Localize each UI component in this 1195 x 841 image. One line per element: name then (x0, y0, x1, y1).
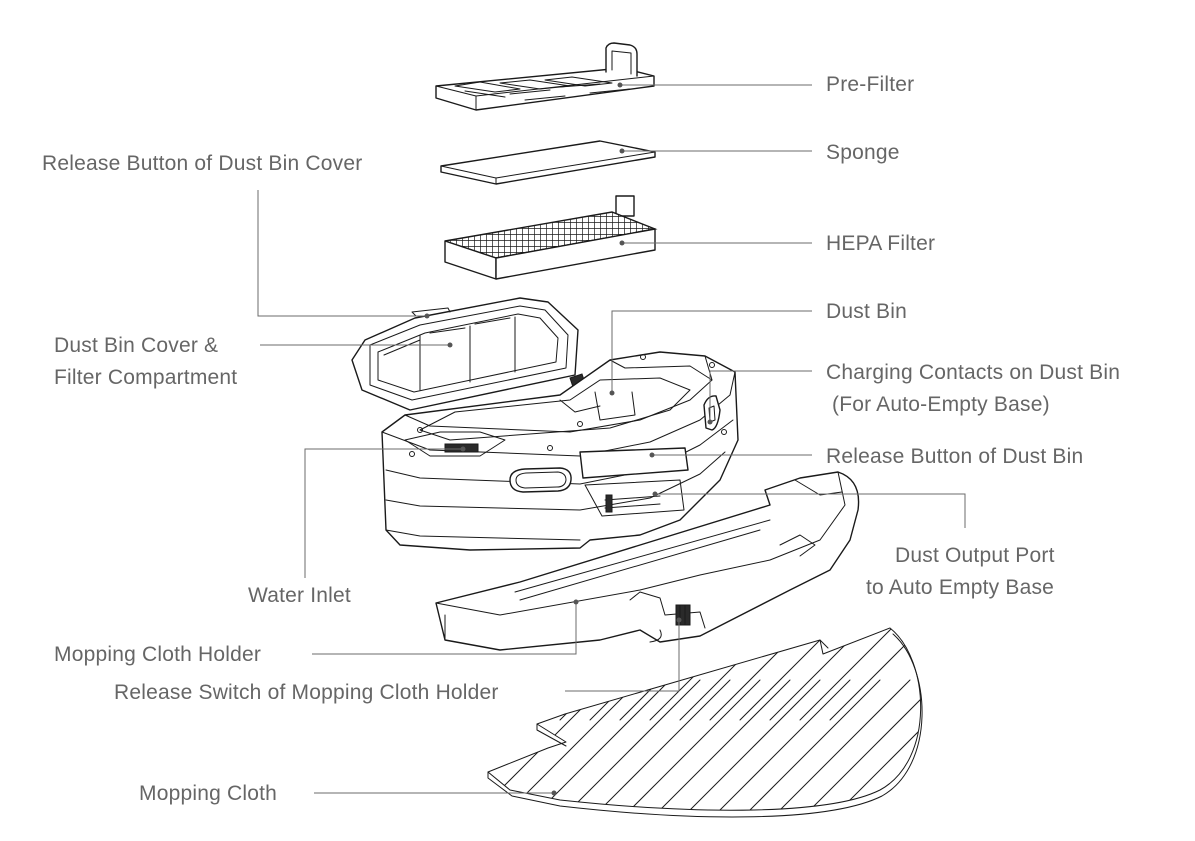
dust-bin-part (351, 297, 739, 551)
label-sponge: Sponge (826, 141, 900, 164)
label-dust-bin-cover-line1: Dust Bin Cover & (54, 334, 218, 357)
label-dust-output-port-line2: to Auto Empty Base (866, 576, 1054, 599)
label-release-button-dust-bin: Release Button of Dust Bin (826, 445, 1083, 468)
label-release-button-dust-bin-cover: Release Button of Dust Bin Cover (42, 152, 362, 175)
label-water-inlet: Water Inlet (248, 584, 351, 607)
label-charging-contacts-line1: Charging Contacts on Dust Bin (826, 361, 1120, 384)
mopping-cloth-holder-part (435, 471, 860, 651)
label-charging-contacts-line2: (For Auto-Empty Base) (832, 393, 1050, 416)
part-labels: Pre-Filter Sponge HEPA Filter Release Bu… (42, 73, 1120, 805)
label-mopping-cloth: Mopping Cloth (139, 782, 277, 805)
mopping-cloth-part (487, 627, 923, 818)
label-pre-filter: Pre-Filter (826, 73, 914, 96)
label-mopping-cloth-holder: Mopping Cloth Holder (54, 643, 261, 666)
hepa-filter-part (444, 195, 658, 280)
leader-lines (257, 82, 966, 796)
pre-filter-part (435, 42, 655, 111)
label-dust-bin: Dust Bin (826, 300, 907, 323)
label-dust-bin-cover-line2: Filter Compartment (54, 366, 237, 389)
label-release-switch-mopping-cloth-holder: Release Switch of Mopping Cloth Holder (114, 681, 499, 704)
label-dust-output-port-line1: Dust Output Port (895, 544, 1055, 567)
label-hepa-filter: HEPA Filter (826, 232, 935, 255)
sponge-part (440, 140, 656, 185)
